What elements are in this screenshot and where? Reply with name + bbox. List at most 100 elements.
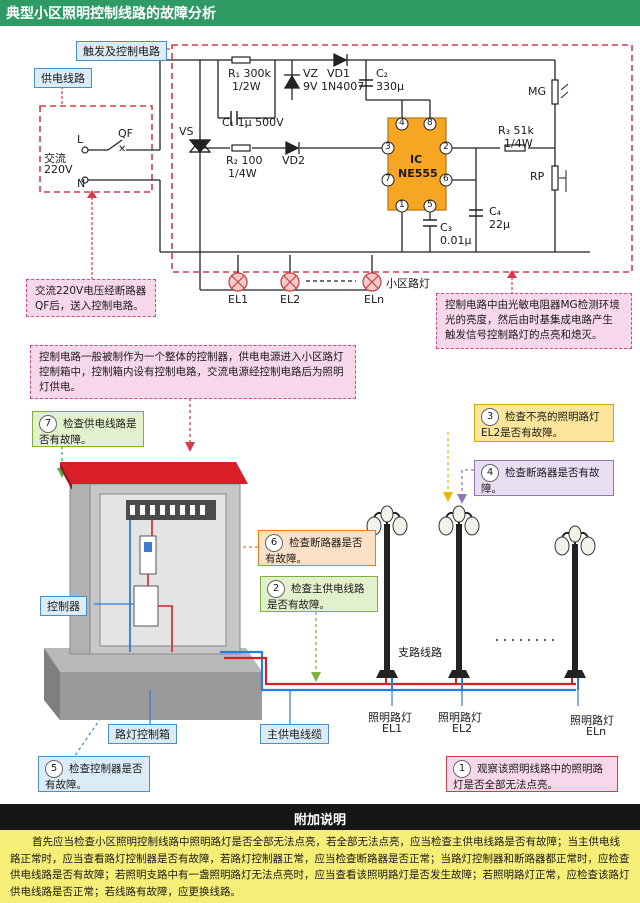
check-2-text: 检查主供电线路是否有故障。 bbox=[267, 583, 365, 611]
lamp-el1 bbox=[228, 272, 248, 292]
ic-label: IC bbox=[410, 153, 423, 166]
footer-text: 首先应当检查小区照明控制线路中照明路灯是否全部无法点亮，若全部无法点亮，应当检查… bbox=[0, 830, 640, 903]
note-intro: 控制电路一般被制作为一个整体的控制器，供电电源进入小区路灯控制箱中，控制箱内设有… bbox=[30, 345, 356, 399]
lamp3-label: 照明路灯 bbox=[570, 714, 614, 727]
c2-capacitor bbox=[359, 79, 373, 87]
vd1-diode bbox=[333, 52, 348, 68]
l-label: L bbox=[77, 133, 84, 146]
c3-label: C₃ bbox=[440, 221, 453, 234]
control-circuit-frame bbox=[171, 44, 633, 273]
note-power-supply: 交流220V电压经断路器QF后，送入控制电路。 bbox=[26, 279, 156, 317]
cabinet-roof bbox=[60, 462, 248, 484]
check-1-number: 1 bbox=[453, 760, 471, 778]
controller-label: 控制器 bbox=[40, 596, 87, 616]
c2-label: C₂ bbox=[376, 67, 389, 80]
vz-voltage-label: 9V bbox=[303, 80, 318, 93]
lamp2-label: 照明路灯 bbox=[438, 711, 482, 724]
svg-text:✕: ✕ bbox=[118, 144, 126, 155]
check-3-number: 3 bbox=[481, 408, 499, 426]
breaker-icon bbox=[139, 535, 157, 575]
mg-label: MG bbox=[528, 85, 547, 98]
check-5-text: 检查控制器是否有故障。 bbox=[45, 763, 143, 791]
qf-label: QF bbox=[118, 127, 133, 140]
qf-switch: ✕ bbox=[81, 144, 126, 184]
trigger-circuit-label: 触发及控制电路 bbox=[76, 41, 167, 61]
check-3-text: 检查不亮的照明路灯EL2是否有故障。 bbox=[481, 411, 600, 439]
lamp3-id-label: ELn bbox=[586, 725, 607, 738]
branch-line-label: 支路线路 bbox=[398, 646, 442, 659]
pin-3: 3 bbox=[385, 142, 391, 152]
street-lamp-2 bbox=[438, 505, 480, 678]
lamp-el2 bbox=[280, 272, 300, 292]
pin-7: 7 bbox=[385, 174, 391, 184]
ic-ne555 bbox=[387, 117, 447, 211]
check-4-text: 检查断路器是否有故障。 bbox=[481, 467, 600, 495]
vs-thyristor bbox=[188, 138, 212, 154]
page-title: 典型小区照明控制线路的故障分析 bbox=[6, 6, 216, 22]
check-1-text: 观察该照明线路中的照明路灯是否全部无法点亮。 bbox=[453, 763, 603, 791]
footer-heading-bar: 附加说明 bbox=[0, 804, 640, 830]
check-7-text: 检查供电线路是否有故障。 bbox=[39, 418, 137, 446]
cabinet-label: 路灯控制箱 bbox=[108, 724, 177, 744]
vz-zener bbox=[283, 74, 301, 89]
title-bar: 典型小区照明控制线路的故障分析 bbox=[0, 0, 640, 26]
power-line-label: 供电线路 bbox=[34, 68, 92, 88]
r2-power-label: 1/4W bbox=[228, 167, 257, 180]
r3-label: R₃ 51k bbox=[498, 124, 534, 137]
rp-label: RP bbox=[530, 170, 545, 183]
pin-4: 4 bbox=[399, 118, 405, 128]
vs-label: VS bbox=[179, 125, 194, 138]
vd1-label: VD1 bbox=[327, 67, 350, 80]
eln-label: ELn bbox=[364, 293, 385, 306]
c4-value-label: 22μ bbox=[489, 218, 510, 231]
c1-label: C₁ 1μ 500V bbox=[222, 116, 284, 129]
r2-resistor bbox=[231, 144, 251, 152]
check-4-number: 4 bbox=[481, 464, 499, 482]
lamp-group-label: 小区路灯 bbox=[386, 277, 430, 290]
circuit-wiring bbox=[88, 59, 590, 291]
check-6-text: 检查断路器是否有故障。 bbox=[265, 537, 363, 565]
c1-capacitor bbox=[230, 111, 238, 125]
r2-label: R₂ 100 bbox=[226, 154, 263, 167]
lamp2-id-label: EL2 bbox=[452, 722, 473, 735]
vd1-type-label: 1N4007 bbox=[321, 80, 365, 93]
r1-label: R₁ 300k bbox=[228, 67, 271, 80]
ac-label: 交流 bbox=[44, 152, 66, 165]
pin-5: 5 bbox=[427, 200, 433, 210]
r1-power-label: 1/2W bbox=[232, 80, 261, 93]
n-label: N bbox=[77, 177, 86, 190]
street-lamp-1 bbox=[366, 505, 408, 678]
c4-capacitor bbox=[469, 209, 483, 217]
lamp1-id-label: EL1 bbox=[382, 722, 403, 735]
check-7-number: 7 bbox=[39, 415, 57, 433]
pin-6: 6 bbox=[443, 174, 449, 184]
pin-8: 8 bbox=[427, 118, 433, 128]
lamp-eln bbox=[362, 272, 382, 292]
el1-label: EL1 bbox=[228, 293, 249, 306]
pin-2: 2 bbox=[443, 142, 449, 152]
controller-icon bbox=[133, 585, 159, 627]
r3-resistor bbox=[504, 144, 526, 152]
check-5-number: 5 bbox=[45, 760, 63, 778]
mg-photoresistor bbox=[551, 79, 569, 105]
c3-capacitor bbox=[423, 219, 437, 252]
ac-voltage-label: 220V bbox=[44, 163, 73, 176]
vd2-label: VD2 bbox=[282, 154, 305, 167]
note-control-circuit: 控制电路中由光敏电阻器MG检测环境光的亮度，然后由时基集成电路产生触发信号控制路… bbox=[436, 293, 632, 349]
c4-label: C₄ bbox=[489, 205, 502, 218]
el2-label: EL2 bbox=[280, 293, 301, 306]
check-6-number: 6 bbox=[265, 534, 283, 552]
r3-power-label: 1/4W bbox=[504, 137, 533, 150]
vz-label: VZ bbox=[303, 67, 319, 80]
main-cable-label: 主供电线缆 bbox=[260, 724, 329, 744]
street-lamp-n bbox=[554, 525, 596, 678]
pin-1: 1 bbox=[399, 200, 405, 210]
